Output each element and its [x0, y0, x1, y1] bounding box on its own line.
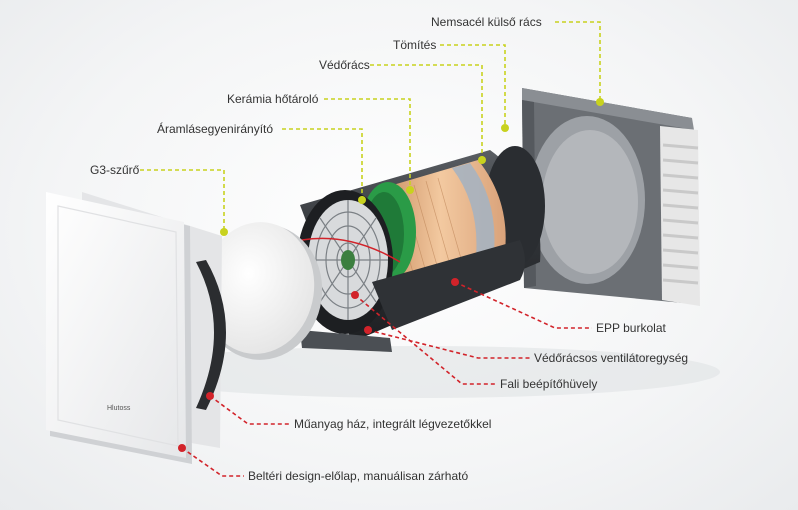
label-keramia-hotarolo: Kerámia hőtároló	[227, 92, 319, 106]
grille-slats	[662, 143, 699, 285]
wall-sleeve-cylinder	[297, 146, 545, 352]
red-leader-lines	[181, 281, 592, 477]
label-epp-burkolat: EPP burkolat	[596, 321, 666, 335]
label-vedoracs: Védőrács	[319, 58, 370, 72]
green-leader-dots	[220, 98, 604, 236]
label-muanyag-haz: Műanyag ház, integrált légvezetőkkel	[294, 417, 492, 431]
label-fali-beepitohuvely: Fali beépítőhüvely	[500, 377, 598, 391]
label-aramlasegyeniranyito: Áramlásegyenirányító	[157, 122, 274, 136]
red-leader-dots	[178, 278, 459, 452]
outer-grille	[522, 88, 700, 306]
label-g3-szuro: G3-szűrő	[90, 163, 140, 177]
green-leader-lines	[140, 21, 601, 232]
label-belteri-design-elolap: Beltéri design-előlap, manuálisan zárhat…	[248, 469, 469, 483]
front-panel	[46, 192, 192, 464]
floor-shadow	[120, 346, 720, 398]
brand-logo: Hlutoss	[107, 405, 131, 412]
label-tomites: Tömítés	[393, 38, 437, 52]
label-vedoracsos-ventilatoregyseg: Védőrácsos ventilátoregység	[534, 351, 689, 365]
label-nemsacel-kulso-racs: Nemsacél külső rács	[431, 15, 542, 29]
g3-filter-disc	[201, 222, 323, 360]
